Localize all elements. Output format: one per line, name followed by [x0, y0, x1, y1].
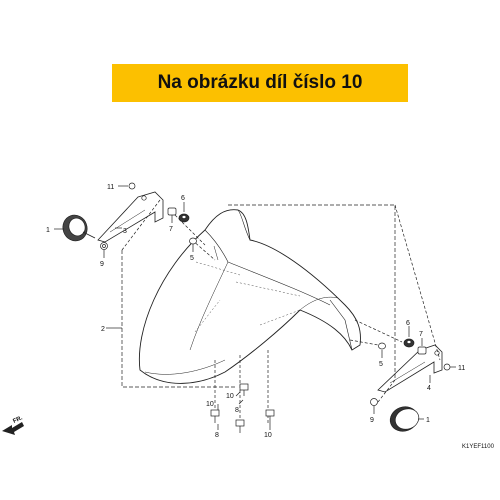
- assembly-frame-outline: [121, 204, 396, 388]
- callout-10: 10: [264, 432, 272, 439]
- callout-leader: [238, 399, 244, 405]
- nut-9-left: [100, 242, 108, 250]
- front-fender: [138, 209, 361, 384]
- part-number-banner: Na obrázku díl číslo 10: [112, 64, 408, 102]
- leader-line: [354, 319, 403, 343]
- callout-5: 5: [190, 255, 194, 262]
- callout-2: 2: [101, 326, 105, 333]
- left-reflector: [62, 214, 96, 242]
- grommet-6-left-hole: [181, 215, 187, 219]
- right-stay-bracket: [377, 344, 443, 393]
- front-direction-label: FR.: [12, 415, 24, 425]
- callout-1: 1: [426, 417, 430, 424]
- diagram-code: K1YEF1100: [462, 444, 495, 450]
- callout-7: 7: [169, 226, 173, 233]
- bolt-10-center: [239, 383, 249, 396]
- callout-10: 10: [206, 401, 214, 408]
- banner-text: Na obrázku díl číslo 10: [157, 72, 363, 93]
- callout-6: 6: [181, 195, 185, 202]
- callout-11: 11: [458, 365, 465, 372]
- bolt-10-left: [235, 419, 245, 433]
- bolt-11-left: [128, 182, 136, 190]
- callout-leader: [235, 391, 241, 397]
- bolt-11-right: [443, 363, 451, 371]
- nut-9-right: [370, 398, 378, 406]
- callout-3: 3: [123, 228, 127, 235]
- callout-8: 8: [235, 407, 239, 414]
- callout-5: 5: [379, 361, 383, 368]
- callout-6: 6: [406, 320, 410, 327]
- callout-9: 9: [100, 261, 104, 268]
- front-direction-arrow: [2, 422, 24, 435]
- callout-1: 1: [46, 227, 50, 234]
- nut-5-left: [189, 237, 197, 245]
- grommet-6-right-hole: [406, 340, 412, 344]
- callout-7: 7: [419, 331, 423, 338]
- callout-10: 10: [226, 393, 234, 400]
- nut-5-right: [378, 342, 386, 350]
- bolt-8-center: [265, 409, 275, 423]
- leader-line: [349, 339, 379, 346]
- collar-7-left: [167, 207, 177, 216]
- callout-8: 8: [215, 432, 219, 439]
- callout-11: 11: [107, 184, 114, 191]
- leader-line: [394, 204, 441, 361]
- leader-line: [121, 199, 161, 251]
- right-reflector: [389, 406, 420, 432]
- callout-9: 9: [370, 417, 374, 424]
- callout-4: 4: [427, 385, 431, 392]
- collar-7-right: [417, 346, 427, 355]
- bolt-8-left: [210, 409, 220, 423]
- nut-9-left-hole: [102, 244, 106, 248]
- left-stay-bracket: [97, 191, 164, 243]
